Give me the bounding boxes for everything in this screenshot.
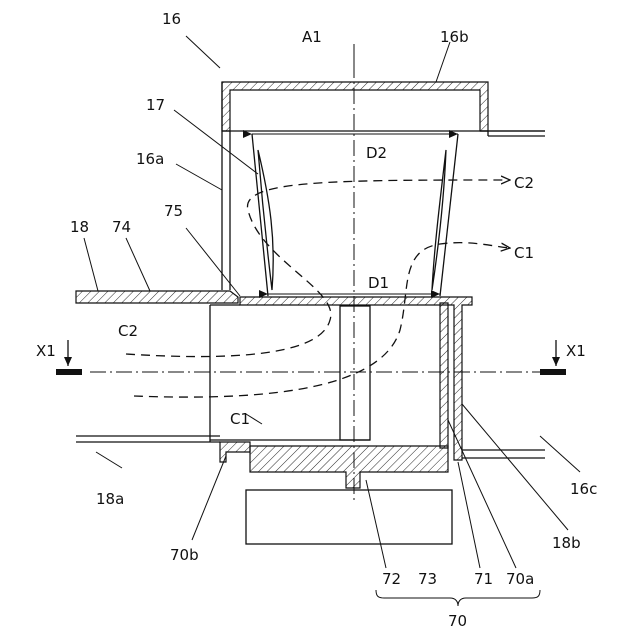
label-71: 71 — [474, 570, 493, 588]
rim-71 — [240, 297, 472, 460]
label-c2-left: C2 — [118, 322, 138, 340]
wall-70a — [440, 303, 448, 448]
duct-16 — [222, 82, 545, 458]
label-c2-right: C2 — [514, 174, 534, 192]
label-16: 16 — [162, 10, 181, 28]
label-16b: 16b — [440, 28, 469, 46]
cup-70 — [210, 297, 472, 488]
label-18b: 18b — [552, 534, 581, 552]
label-x1-right: X1 — [566, 342, 586, 360]
label-73: 73 — [418, 570, 437, 588]
leader-lines — [84, 36, 580, 606]
label-75: 75 — [164, 202, 183, 220]
label-c1-right: C1 — [514, 244, 534, 262]
label-16a: 16a — [136, 150, 164, 168]
duct-wall-74 — [76, 291, 238, 303]
label-72: 72 — [382, 570, 401, 588]
top-plate-16b — [222, 82, 488, 131]
labels: 16 A1 16b 17 16a D2 C2 18 74 75 C1 D1 C2… — [36, 10, 597, 630]
label-70: 70 — [448, 612, 467, 630]
inner-cylinder — [340, 306, 370, 440]
label-d2: D2 — [366, 144, 387, 162]
bracket-70 — [376, 590, 540, 606]
label-c1-left: C1 — [230, 410, 250, 428]
label-70b: 70b — [170, 546, 199, 564]
label-16c: 16c — [570, 480, 597, 498]
funnel-17 — [252, 134, 458, 296]
flow-c2 — [126, 180, 510, 357]
motor-73 — [246, 490, 452, 544]
section-mark-right — [540, 369, 566, 375]
label-x1-left: X1 — [36, 342, 56, 360]
label-18a: 18a — [96, 490, 124, 508]
bottom-72 — [250, 446, 448, 488]
label-a1: A1 — [302, 28, 322, 46]
blade-right — [432, 150, 446, 290]
label-74: 74 — [112, 218, 131, 236]
label-d1: D1 — [368, 274, 389, 292]
duct-18 — [76, 291, 238, 442]
label-70a: 70a — [506, 570, 534, 588]
label-18: 18 — [70, 218, 89, 236]
label-17: 17 — [146, 96, 165, 114]
section-mark-left — [56, 369, 82, 375]
